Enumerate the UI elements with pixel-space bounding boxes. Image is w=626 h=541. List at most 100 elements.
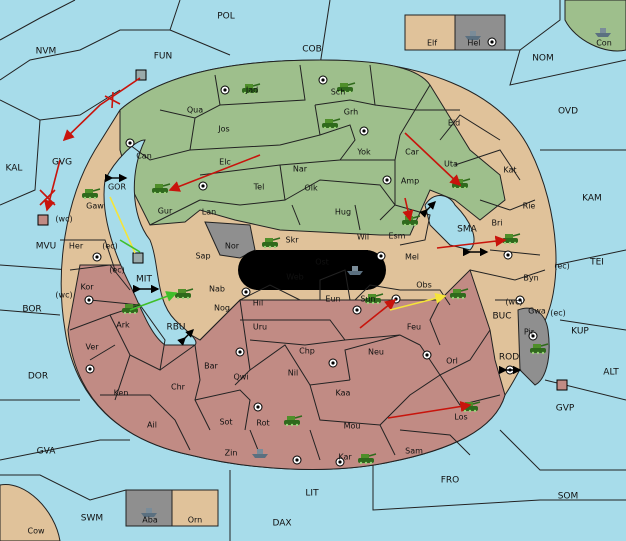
label-chp: Chp <box>299 347 315 356</box>
label-sam: Sam <box>405 447 423 456</box>
label-rod: ROD <box>499 353 519 363</box>
unit-flag <box>135 69 147 81</box>
label-hil: Hil <box>253 299 263 308</box>
label-gor: GOR <box>108 183 126 192</box>
label-eld: Eld <box>448 119 460 128</box>
label-nor: Nor <box>225 242 240 251</box>
label-ken: Ken <box>114 389 129 398</box>
unit-flag <box>556 379 568 391</box>
label-amp: Amp <box>401 177 419 186</box>
label-rot: Rot <box>256 419 269 428</box>
label-fun: FUN <box>154 52 173 62</box>
label-lit: LIT <box>305 489 319 499</box>
unit-flag <box>37 214 49 226</box>
label-ver: Ver <box>85 343 99 352</box>
label-kam: KAM <box>582 194 602 204</box>
label-can: Can <box>136 152 152 161</box>
label-web: Web <box>286 273 303 282</box>
label-gaw: Gaw <box>86 202 104 211</box>
label-nom: NOM <box>532 54 554 64</box>
label-uru: Uru <box>253 323 267 332</box>
label-eun: Eun <box>325 295 340 304</box>
label-tel: Tel <box>253 183 265 192</box>
label-orn: Orn <box>188 516 203 525</box>
label-bar: Bar <box>204 362 218 371</box>
label-cob: COB <box>302 45 322 55</box>
label-nab: Nab <box>209 285 225 294</box>
label-ec-mit: (ec) <box>109 266 125 275</box>
label-zin: Zin <box>225 449 238 458</box>
label-bri: Bri <box>492 219 503 228</box>
label-mel: Mel <box>405 253 419 262</box>
label-con: Con <box>596 39 612 48</box>
label-ovd: OVD <box>558 107 578 117</box>
label-sap: Sap <box>195 252 210 261</box>
label-dax: DAX <box>272 519 291 529</box>
label-gur: Gur <box>158 207 173 216</box>
label-obs: Obs <box>416 281 432 290</box>
label-gva: GVA <box>37 447 57 457</box>
label-chr: Chr <box>171 383 186 392</box>
label-hel: Hel <box>467 39 480 48</box>
label-car: Car <box>405 148 419 157</box>
label-bor: BOR <box>22 305 41 315</box>
label-sch: Sch <box>331 88 346 97</box>
unit-flag <box>132 252 144 264</box>
label-gvp: GVP <box>556 404 575 414</box>
label-neu: Neu <box>368 348 384 357</box>
label-elf: Elf <box>427 39 437 48</box>
label-feu: Feu <box>407 323 421 332</box>
label-los: Los <box>454 413 467 422</box>
label-swm: SWM <box>81 514 103 524</box>
label-pol: POL <box>217 12 235 22</box>
label-ail: Ail <box>147 421 157 430</box>
label-byn: Byn <box>523 274 538 283</box>
label-dor: DOR <box>28 372 48 382</box>
label-yok: Yok <box>356 148 371 157</box>
label-ec-byn: (ec) <box>554 262 570 271</box>
label-nil: Nil <box>288 369 298 378</box>
label-wc-mvu: (wc) <box>55 215 72 224</box>
label-her: Her <box>69 242 84 251</box>
label-sun: Sun <box>360 295 375 304</box>
label-kal: KAL <box>6 164 23 174</box>
label-kup: KUP <box>571 327 589 337</box>
label-skr: Skr <box>286 236 300 245</box>
label-elc: Elc <box>219 158 231 167</box>
label-kat: Kat <box>503 166 516 175</box>
label-som: SOM <box>558 492 579 502</box>
label-kar: Kar <box>338 453 352 462</box>
label-ec-her: (ec) <box>102 242 118 251</box>
label-ark: Ark <box>116 321 130 330</box>
label-fro: FRO <box>441 476 460 486</box>
label-rbu: RBU <box>166 323 185 333</box>
label-cow: Cow <box>27 527 44 536</box>
label-kor: Kor <box>80 283 94 292</box>
label-tei: TEI <box>589 258 604 268</box>
label-wc-byn: (wc) <box>505 298 522 307</box>
orders <box>39 77 522 419</box>
label-mvu: MVU <box>36 242 57 252</box>
units <box>37 28 611 517</box>
label-mou: Mou <box>344 422 361 431</box>
province-labels: POL NVM FUN COB NOM OVD KAL KAM TEI BOR … <box>6 12 620 536</box>
label-buc: BUC <box>492 312 511 322</box>
label-sot: Sot <box>219 418 232 427</box>
label-rie: Rie <box>523 202 536 211</box>
label-olk: Olk <box>304 184 318 193</box>
label-wil: Wil <box>357 233 369 242</box>
label-ost: Ost <box>315 258 329 267</box>
label-qwi: Qwi <box>233 373 248 382</box>
label-wc-kor: (wc) <box>55 291 72 300</box>
label-hug: Hug <box>335 208 351 217</box>
label-lan: Lan <box>202 208 216 217</box>
label-alt: ALT <box>603 368 619 378</box>
label-pir: Pir <box>524 328 535 337</box>
label-grh: Grh <box>344 108 358 117</box>
label-nog: Nog <box>214 304 230 313</box>
label-qua: Qua <box>187 106 203 115</box>
label-orl: Orl <box>446 357 458 366</box>
label-kaa: Kaa <box>336 389 351 398</box>
